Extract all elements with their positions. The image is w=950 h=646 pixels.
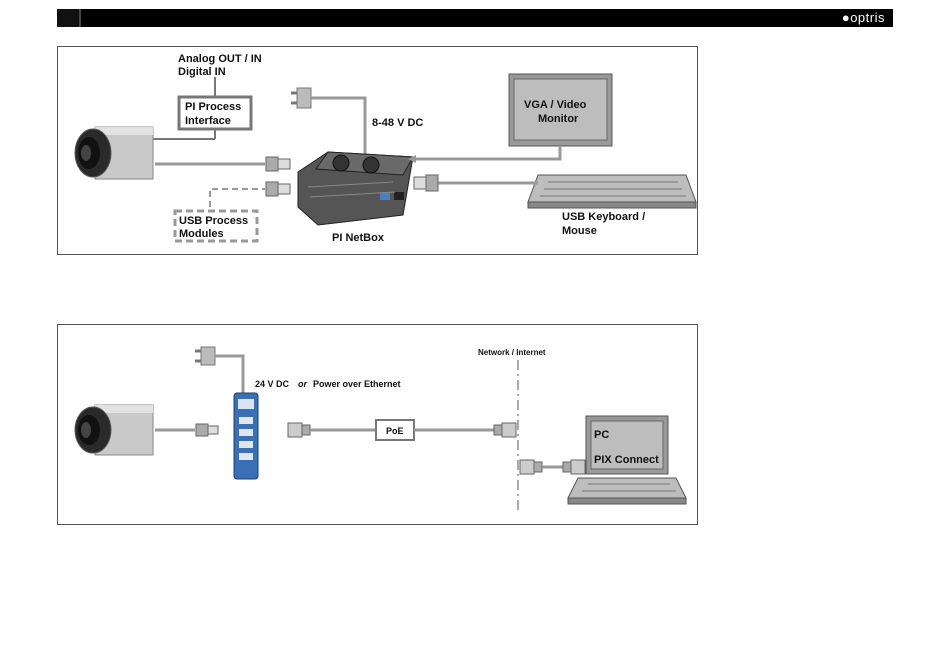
netbox-device-icon [298, 152, 413, 225]
diagram-ethernet-setup: 24 V DC or Power over Ethernet PoE Netwo… [57, 324, 698, 525]
ethernet-plug-icon-2 [494, 423, 516, 437]
usb-plug-icon-2 [266, 182, 290, 196]
header-bar: ●optris [57, 9, 893, 27]
usb-modules-label: USB Process [179, 215, 248, 227]
power-cable-2 [215, 356, 243, 393]
ethernet-diagram-svg: 24 V DC or Power over Ethernet PoE Netwo… [58, 325, 697, 524]
pc-label: PC [594, 429, 609, 441]
optris-logo: ●optris [842, 10, 885, 25]
netbox-diagram-svg: Analog OUT / IN Digital IN PI Process In… [58, 47, 697, 254]
ethernet-plug-icon-4 [563, 460, 585, 474]
usb-plug-icon-4 [196, 424, 218, 436]
power-label-poe: Power over Ethernet [313, 379, 401, 389]
pix-connect-label: PIX Connect [594, 454, 659, 466]
logo-dot-icon: ● [842, 10, 850, 25]
diagram-netbox-setup: Analog OUT / IN Digital IN PI Process In… [57, 46, 698, 255]
analog-io-label: Analog OUT / IN [178, 53, 262, 65]
usb-plug-icon [266, 157, 290, 171]
process-interface-label: PI Process [185, 101, 241, 113]
process-interface-label-2: Interface [185, 115, 231, 127]
power-plug-icon-2 [195, 347, 215, 365]
poe-label: PoE [386, 426, 404, 436]
power-plug-icon [291, 88, 311, 108]
ethernet-server-icon [234, 393, 258, 479]
camera-icon [75, 127, 153, 179]
ethernet-plug-icon-3 [520, 460, 542, 474]
camera-icon-2 [75, 405, 153, 455]
logo-text: optris [850, 10, 885, 25]
power-cable [311, 98, 365, 157]
monitor-label: VGA / Video [524, 99, 587, 111]
power-label-or: or [298, 379, 307, 389]
keyboard-label: USB Keyboard / [562, 211, 645, 223]
vga-cable [415, 146, 560, 159]
network-label: Network / Internet [478, 348, 546, 357]
monitor-label-2: Monitor [538, 113, 579, 125]
keyboard-icon [528, 175, 696, 208]
usb-modules-label-2: Modules [179, 228, 224, 240]
usb-plug-icon-3 [414, 175, 438, 191]
digital-in-label: Digital IN [178, 66, 226, 78]
header-tab [57, 9, 81, 27]
netbox-label: PI NetBox [332, 232, 385, 244]
power-label-24v: 24 V DC [255, 379, 290, 389]
power-voltage-label: 8-48 V DC [372, 117, 423, 129]
keyboard-label-2: Mouse [562, 225, 597, 237]
ethernet-plug-icon [288, 423, 310, 437]
